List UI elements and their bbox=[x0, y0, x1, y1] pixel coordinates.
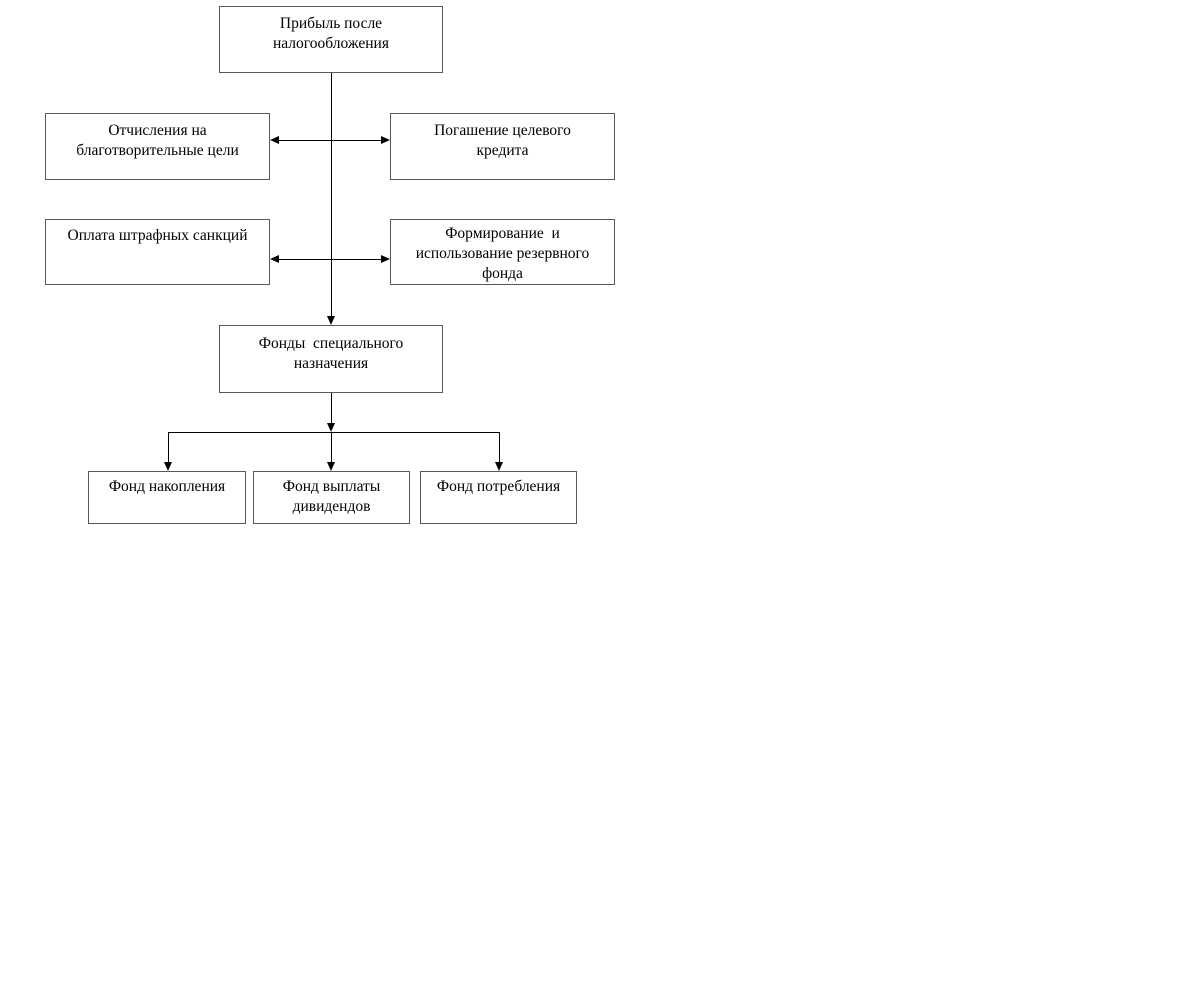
arrowhead-down-special-funds bbox=[327, 316, 335, 325]
connector-drop-dividends bbox=[331, 432, 332, 462]
node-charity-deductions: Отчисления на благотворительные цели bbox=[45, 113, 270, 180]
arrowhead-down-consumption bbox=[495, 462, 503, 471]
arrowhead-down-branch-junction bbox=[327, 423, 335, 432]
arrowhead-right-target-credit bbox=[381, 136, 390, 144]
connector-row1-horizontal bbox=[278, 140, 382, 141]
connector-branch-horizontal bbox=[168, 432, 500, 433]
arrowhead-down-accumulation bbox=[164, 462, 172, 471]
arrowhead-left-penalties bbox=[270, 255, 279, 263]
node-consumption-fund: Фонд потребления bbox=[420, 471, 577, 524]
node-profit-after-tax: Прибыль после налогообложения bbox=[219, 6, 443, 73]
arrowhead-left-charity bbox=[270, 136, 279, 144]
connector-row2-horizontal bbox=[278, 259, 382, 260]
connector-special-funds-to-branch bbox=[331, 393, 332, 423]
connector-main-vertical bbox=[331, 73, 332, 316]
arrowhead-right-reserve-fund bbox=[381, 255, 390, 263]
arrowhead-down-dividends bbox=[327, 462, 335, 471]
node-special-purpose-funds: Фонды специального назначения bbox=[219, 325, 443, 393]
node-reserve-fund: Формирование и использование резервного … bbox=[390, 219, 615, 285]
node-accumulation-fund: Фонд накопления bbox=[88, 471, 246, 524]
node-target-credit-repayment: Погашение целевого кредита bbox=[390, 113, 615, 180]
connector-drop-accumulation bbox=[168, 432, 169, 462]
connector-drop-consumption bbox=[499, 432, 500, 462]
node-dividend-payment-fund: Фонд выплаты дивидендов bbox=[253, 471, 410, 524]
node-penalty-payments: Оплата штрафных санкций bbox=[45, 219, 270, 285]
